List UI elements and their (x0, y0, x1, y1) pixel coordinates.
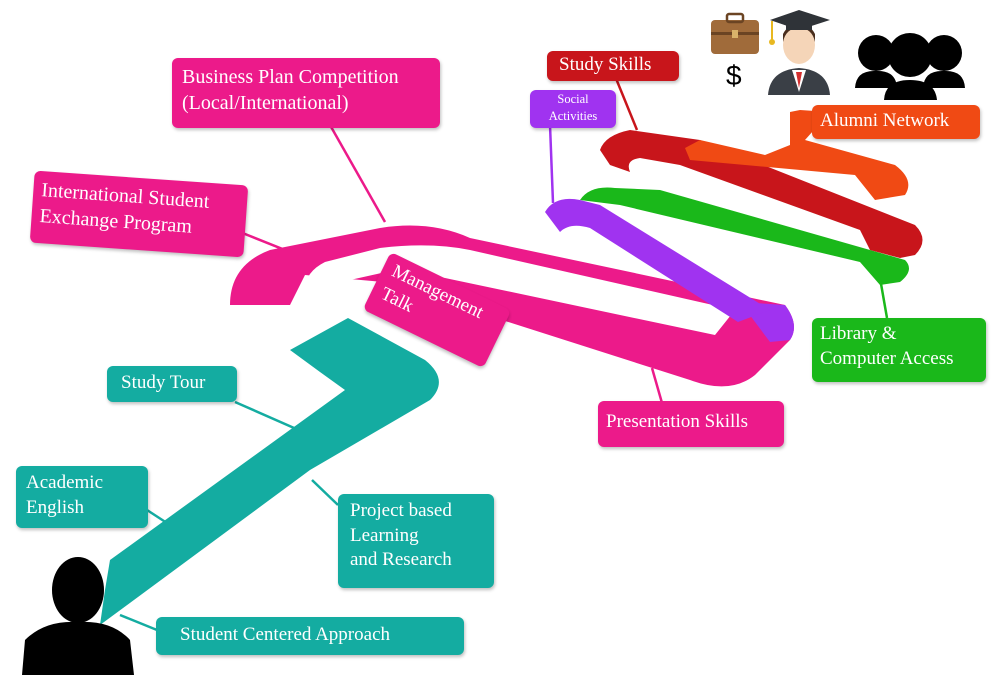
label-text: Study Tour (121, 372, 206, 393)
connector-social (548, 124, 555, 204)
label-business-plan: Business Plan Competition (Local/Interna… (172, 58, 440, 128)
label-study-tour: Study Tour (107, 366, 237, 402)
connector-presentation (650, 367, 664, 404)
label-text: Activities (548, 108, 598, 123)
label-text: Library & (820, 323, 897, 344)
label-text: Presentation Skills (606, 411, 748, 432)
label-text: Business Plan Competition (182, 66, 399, 88)
label-academic-english: Academic English (16, 466, 148, 528)
label-study-skills: Study Skills (547, 51, 679, 81)
student-silhouette-icon (22, 557, 134, 675)
label-text: Project based (350, 500, 452, 521)
green-track (580, 187, 909, 285)
label-text: Social (557, 92, 589, 106)
label-exchange: International Student Exchange Program (29, 170, 249, 258)
label-text: Alumni Network (820, 110, 950, 131)
label-project-based: Project based Learning and Research (338, 494, 494, 588)
red-track (600, 130, 923, 258)
alumni-group-icon (855, 33, 965, 100)
label-text: Academic (26, 472, 104, 493)
label-text: Study Skills (559, 54, 652, 75)
label-text: and Research (350, 549, 452, 571)
label-presentation-skills: Presentation Skills (598, 401, 784, 447)
label-text: (Local/International) (182, 92, 349, 114)
label-text: English (26, 496, 85, 518)
connector-project (311, 479, 339, 506)
teal-track (100, 318, 439, 625)
purple-track (545, 198, 770, 322)
briefcase-icon (711, 12, 759, 54)
label-student-centered: Student Centered Approach (156, 617, 464, 655)
graduate-icon (768, 10, 830, 95)
label-text: Student Centered Approach (180, 624, 391, 645)
label-text: Learning (350, 524, 419, 546)
label-alumni-network: Alumni Network (812, 105, 980, 139)
orange-track (685, 110, 909, 200)
connector-study-skills (613, 75, 639, 131)
label-social-activities: Social Activities (530, 90, 616, 128)
dollar-icon: $ (726, 60, 742, 91)
label-library: Library & Computer Access (812, 318, 986, 382)
connector-student-centered (119, 613, 158, 632)
connector-business-plan (328, 124, 387, 223)
label-text: Computer Access (820, 347, 954, 369)
